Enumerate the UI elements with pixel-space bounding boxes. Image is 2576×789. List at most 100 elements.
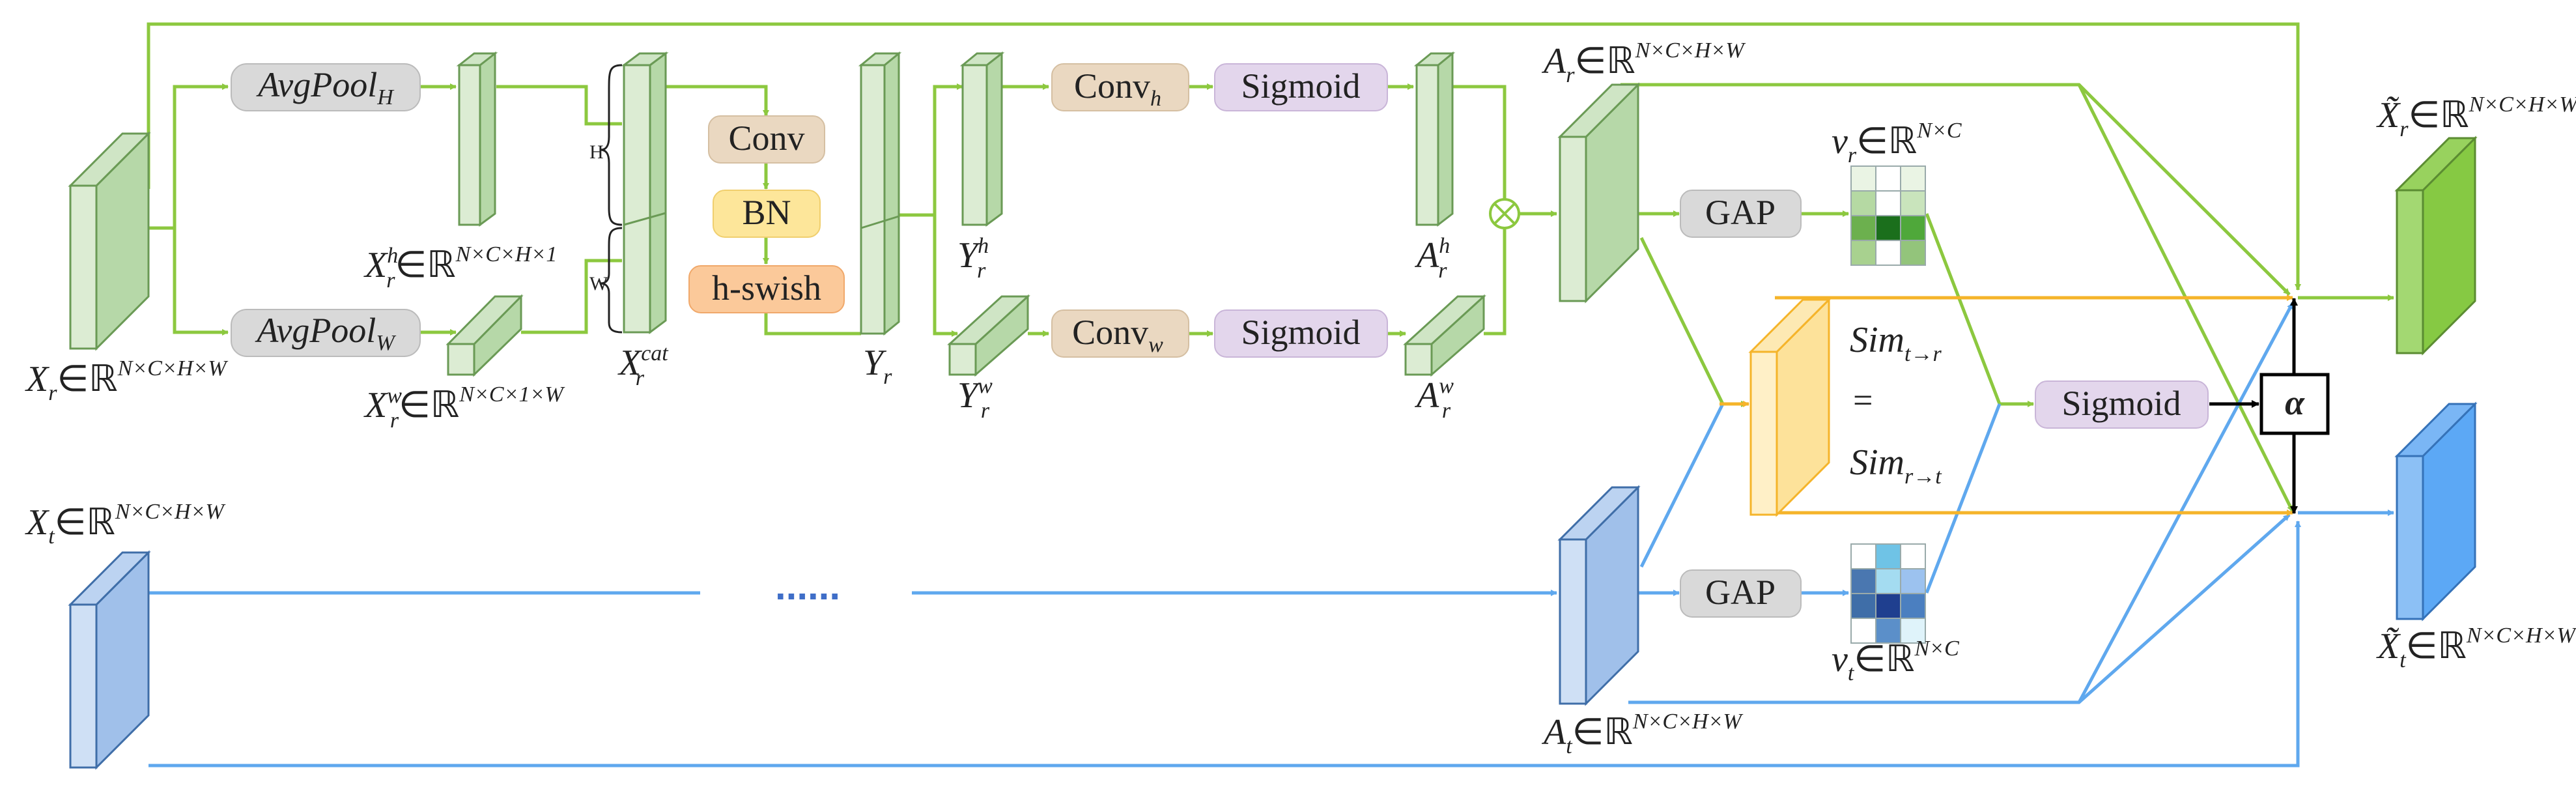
sigmoid-fuse-label: Sigmoid [2061,384,2181,423]
conv-h-box: Convh [1051,63,1189,111]
heatmap-cell [1850,240,1876,266]
vr-heatmap [1850,165,1926,266]
sigmoid-h-box: Sigmoid [1214,63,1388,111]
vt-label: vt∈ℝN×C [1832,637,1959,685]
avgpool-w-box: AvgPoolW [231,309,421,357]
heatmap-cell [1875,215,1901,241]
xt-label: Xt∈ℝN×C×H×W [25,500,226,549]
sigmoid-w-box: Sigmoid [1214,309,1388,358]
yr-to-yrw-line [933,215,958,337]
xt-output-prism [2394,401,2478,622]
sim-prism [1748,297,1832,517]
avgpool-h-main: AvgPool [256,65,377,104]
xr-bypass-line [147,22,2301,291]
heatmap-cell [1850,568,1876,594]
avgpool-w-sub: W [376,331,396,355]
xr-input-prism [68,131,151,351]
hswish-to-yr-line [764,313,861,336]
heatmap-cell [1850,543,1876,569]
heatmap-cell [1900,165,1926,192]
conv-w-main: Conv [1072,313,1148,352]
yr-prism [858,51,902,336]
xt-input-prism [68,550,151,770]
heatmap-cell [1875,240,1901,266]
split-h-label: H [589,141,604,163]
arh-prism [1413,51,1456,227]
bn-label: BN [742,193,791,232]
xr-to-avgpool-w-line [173,228,229,336]
gap-r-label: GAP [1705,193,1776,232]
alpha-box: α [2259,373,2330,435]
cat-to-conv-line [666,85,769,117]
conv-h-sub: h [1150,87,1161,111]
heatmap-cell [1900,190,1926,216]
vt-to-sigmoid-line [1925,403,2002,594]
svg-text:Convh: Convh [1074,66,1161,111]
hswish-label: h-swish [712,268,821,308]
svg-text:Convw: Convw [1072,313,1163,357]
xrw-prism [446,294,524,377]
at-bottom-to-xr-output-line [2077,302,2295,704]
xrcat-prism [621,51,669,334]
conv-box: Conv [708,115,825,164]
heatmap-cell [1875,165,1901,192]
sim-top-label: Simt→r [1850,320,1942,366]
conv-w-sub: w [1148,333,1163,357]
heatmap-cell [1850,593,1876,619]
avgpool-h-box: AvgPoolH [231,63,421,111]
heatmap-cell [1850,190,1876,216]
arh-to-multiply-line [1452,85,1507,200]
xr-label: Xr∈ℝN×C×H×W [25,356,228,405]
avgpool-w-main: AvgPool [255,311,376,350]
xr-output-prism [2394,136,2478,356]
heatmap-cell [1850,165,1876,192]
xr-to-avgpool-h-line [149,83,229,230]
heatmap-cell [1900,593,1926,619]
heatmap-cell [1900,568,1926,594]
gap-t-label: GAP [1705,573,1776,612]
heatmap-cell [1875,568,1901,594]
yr-label: Yr [863,343,892,389]
sim-eq-label: = [1853,380,1873,420]
conv-w-box: Convw [1051,309,1189,358]
ar-label: Ar∈ℝN×C×H×W [1541,38,1746,87]
at-to-sim-line [1639,402,1747,568]
heatmap-cell [1850,215,1876,241]
heatmap-cell [1900,240,1926,266]
heatmap-cell [1900,543,1926,569]
vr-to-sigmoid-line [1925,213,2034,407]
vt-heatmap [1850,543,1926,644]
blue-connections [149,302,2394,767]
heatmap-cell [1875,190,1901,216]
at-label: At∈ℝN×C×H×W [1541,710,1744,758]
conv-h-main: Conv [1074,66,1150,106]
heatmap-cell [1875,593,1901,619]
multiply-icon [1489,198,1520,229]
arw-to-multiply-line [1484,228,1507,336]
yrw-prism [947,294,1030,377]
xrh-to-cat-line [496,85,622,126]
avgpool-h-sub: H [376,85,395,109]
xr-output-label: X̃r∈ℝN×C×H×W [2376,93,2576,141]
xt-output-label: X̃t∈ℝN×C×H×W [2376,624,2576,672]
sigmoid-h-label: Sigmoid [1241,66,1360,106]
svg-text:AvgPoolW: AvgPoolW [255,311,396,355]
yrh-prism [959,51,1005,227]
ellipsis-label: ...... [775,564,840,608]
heatmap-cell [1875,543,1901,569]
orange-connections [1720,294,2293,516]
ar-to-sim-line [1639,237,1748,407]
xrh-prism [456,51,498,227]
yr-to-yrh-line [899,83,963,217]
vr-label: vr∈ℝN×C [1832,119,1962,167]
xrcat-split-brackets [600,64,623,334]
bn-box: BN [713,190,821,238]
heatmap-cell [1900,215,1926,241]
